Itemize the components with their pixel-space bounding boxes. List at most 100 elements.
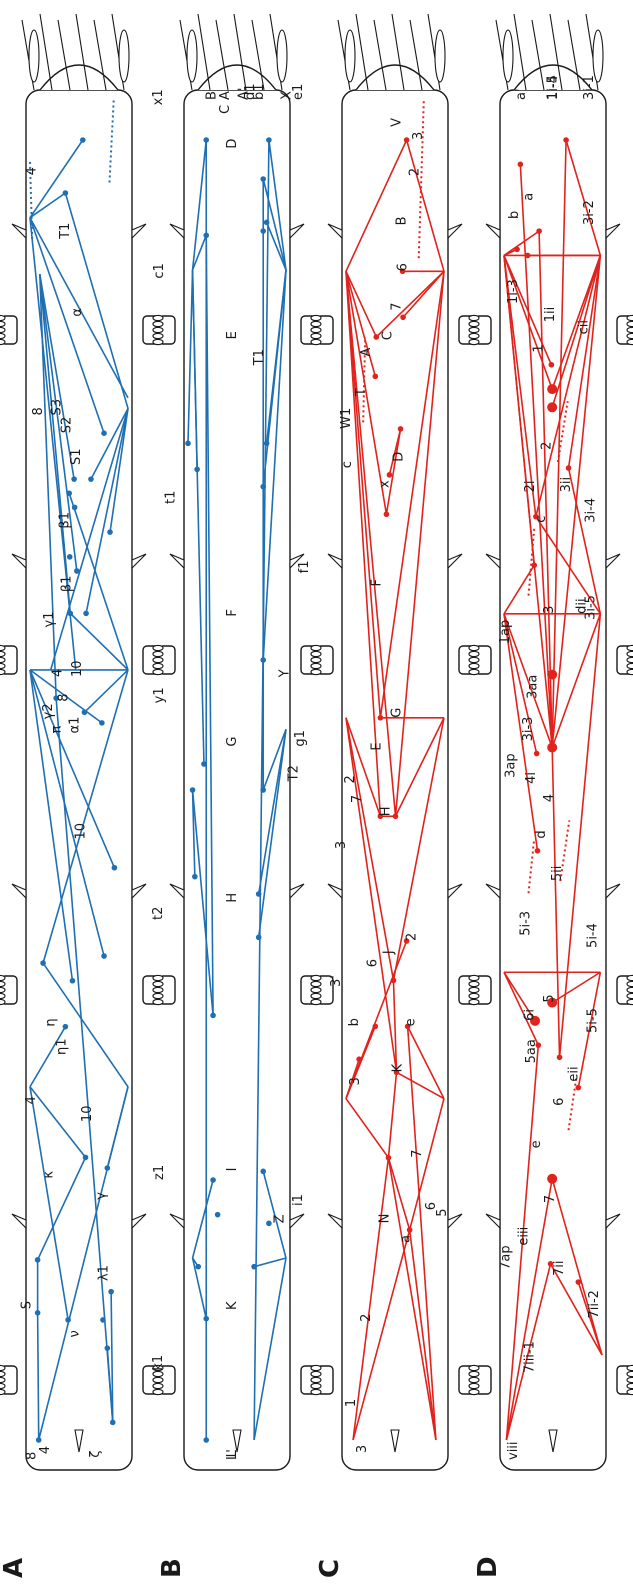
- seta-label: C: [218, 105, 233, 114]
- head-spine: [119, 30, 129, 82]
- seta-point: [372, 374, 378, 380]
- seta-label: 6: [396, 263, 411, 271]
- head-seta: [356, 14, 368, 90]
- seta-point: [256, 935, 262, 941]
- seta-label: 7: [390, 302, 405, 310]
- seta-label: 7iii-1: [522, 1341, 537, 1373]
- lateral-spine: [132, 554, 146, 568]
- lateral-spine: [12, 224, 26, 238]
- seta-point: [525, 253, 531, 259]
- seta-label: I: [225, 1167, 240, 1171]
- seta-label: D: [225, 139, 240, 149]
- leg: [617, 315, 633, 344]
- panel-letter: B: [157, 1558, 187, 1578]
- leg: [617, 1365, 633, 1394]
- seta-point: [566, 465, 572, 471]
- seta-label: i1: [291, 1194, 306, 1206]
- lateral-spine: [486, 884, 500, 898]
- lateral-spine: [448, 884, 462, 898]
- seta-point: [251, 1264, 257, 1270]
- seta-point: [393, 813, 399, 819]
- lateral-spine: [170, 224, 184, 238]
- seta-label: 4: [38, 1446, 53, 1454]
- seta-point: [101, 430, 107, 436]
- leg: [311, 1365, 333, 1394]
- seta-point: [210, 1013, 216, 1019]
- seta-point: [66, 490, 72, 496]
- seta-label: T: [354, 388, 369, 397]
- lateral-spine: [170, 884, 184, 898]
- seta-label: b: [507, 211, 522, 219]
- seta-point: [203, 1316, 209, 1322]
- lateral-spine: [132, 884, 146, 898]
- seta-label: 10: [80, 1106, 95, 1123]
- seta-label: 4: [24, 167, 39, 175]
- seta-label: 4: [51, 669, 66, 677]
- seta-label: k1: [151, 1355, 166, 1371]
- seta-label: 5: [542, 994, 557, 1002]
- seta-point: [63, 190, 69, 196]
- seta-point: [407, 1227, 413, 1233]
- seta-label: T2: [286, 765, 301, 782]
- seta-label: 2: [359, 1314, 374, 1322]
- seta-point-large: [547, 670, 557, 680]
- seta-label: viii: [506, 1441, 521, 1460]
- seta-label: 7: [410, 1149, 425, 1157]
- seta-point: [203, 233, 209, 239]
- leg: [617, 975, 633, 1004]
- seta-point: [534, 751, 540, 757]
- lateral-spine: [486, 1214, 500, 1228]
- seta-label: T1: [58, 223, 73, 240]
- lateral-spine: [606, 554, 620, 568]
- seta-label: 1ap: [498, 620, 513, 645]
- seta-label: 1ii: [543, 307, 558, 323]
- head-seta: [198, 14, 210, 90]
- seta-label: F: [369, 579, 384, 586]
- seta-point: [195, 1264, 201, 1270]
- lateral-spine: [12, 554, 26, 568]
- seta-point: [36, 1437, 42, 1443]
- seta-point: [105, 1165, 111, 1171]
- seta-label: η: [44, 1018, 59, 1026]
- seta-label: β1: [59, 576, 74, 593]
- seta-label: 1i-3: [506, 279, 521, 304]
- seta-label: J: [381, 950, 396, 955]
- seta-label: 3: [542, 606, 557, 614]
- seta-point: [266, 137, 272, 143]
- seta-label: 4: [24, 1096, 39, 1104]
- seta-point: [576, 1085, 582, 1091]
- seta-label: T1: [252, 349, 267, 366]
- seta-point: [266, 1221, 272, 1227]
- seta-label: b: [347, 1018, 362, 1026]
- seta-label: 1: [531, 344, 546, 352]
- seta-point: [99, 720, 105, 726]
- seta-label: 4: [542, 794, 557, 802]
- seta-point: [110, 1420, 116, 1426]
- seta-label: d1: [243, 83, 258, 100]
- seta-label: c: [340, 461, 355, 468]
- seta-point: [67, 554, 73, 560]
- head-spine: [29, 30, 39, 82]
- seta-label: a': [514, 88, 529, 100]
- seta-label: 3ii: [559, 477, 574, 493]
- seta-label: C: [380, 331, 395, 340]
- lateral-spine: [170, 1214, 184, 1228]
- seta-point: [531, 562, 537, 568]
- seta-label: 8: [24, 1452, 39, 1460]
- seta-point: [260, 228, 266, 234]
- seta-point: [192, 874, 198, 880]
- leg: [311, 315, 333, 344]
- seta-point: [260, 1169, 266, 1175]
- seta-label: 7: [350, 795, 365, 803]
- leg: [0, 975, 17, 1004]
- seta-label: 5: [435, 1208, 450, 1216]
- seta-point: [264, 441, 270, 447]
- head-spine: [277, 30, 287, 82]
- seta-point: [71, 476, 77, 482]
- seta-point: [514, 247, 520, 253]
- panel-letter: D: [473, 1556, 503, 1578]
- seta-point: [40, 960, 46, 966]
- leg: [469, 975, 491, 1004]
